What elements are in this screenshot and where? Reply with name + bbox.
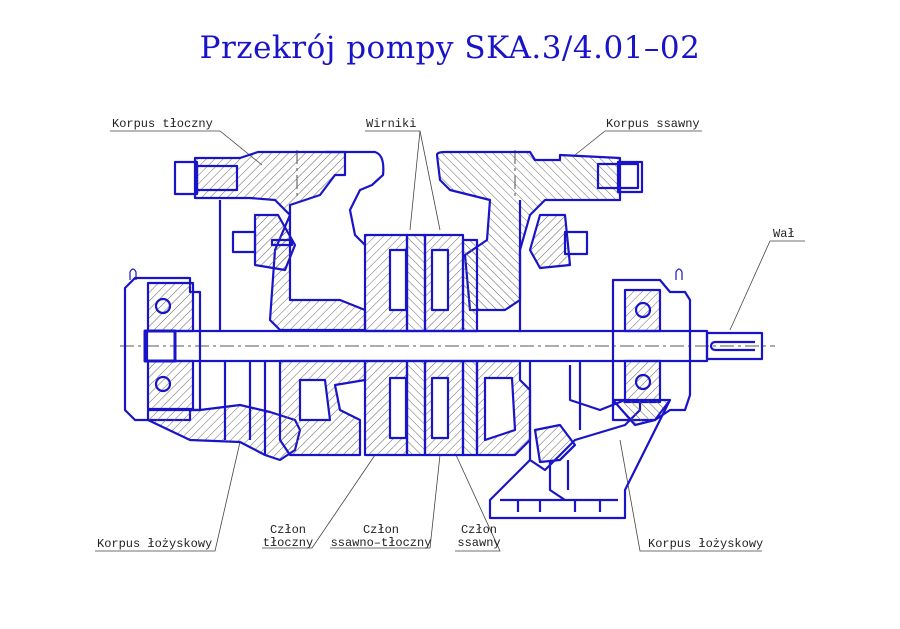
drawing-title: Przekrój pompy SKA.3/4.01–02 xyxy=(199,30,701,66)
label-czlon-ssawno-tloczny: Człon ssawno–tłoczny xyxy=(330,524,432,550)
label-czlon-tloczny-line2: tłoczny xyxy=(262,536,314,550)
grease-nipples xyxy=(129,268,683,280)
label-wal: Wał xyxy=(773,227,795,241)
leader-lines xyxy=(95,130,805,552)
label-czlon-ssawno-tloczny-line1: Człon xyxy=(362,523,399,537)
label-czlon-ssawny-line1: Człon xyxy=(460,523,497,537)
label-czlon-ssawno-tloczny-line2: ssawno–tłoczny xyxy=(330,536,432,550)
label-czlon-ssawny-line2: ssawny xyxy=(457,536,501,550)
label-czlon-ssawny: Człon ssawny xyxy=(454,524,504,550)
outline xyxy=(123,150,764,520)
label-wirniki: Wirniki xyxy=(366,117,417,131)
label-korpus-lozyskowy-left: Korpus łożyskowy xyxy=(97,537,213,551)
label-czlon-tloczny-line1: Człon xyxy=(269,523,306,537)
label-czlon-tloczny: Człon tłoczny xyxy=(262,524,314,550)
shaft-end xyxy=(705,331,764,361)
label-korpus-ssawny: Korpus ssawny xyxy=(606,117,700,131)
label-korpus-tloczny: Korpus tłoczny xyxy=(112,117,213,131)
label-korpus-lozyskowy-right: Korpus łożyskowy xyxy=(648,537,764,551)
